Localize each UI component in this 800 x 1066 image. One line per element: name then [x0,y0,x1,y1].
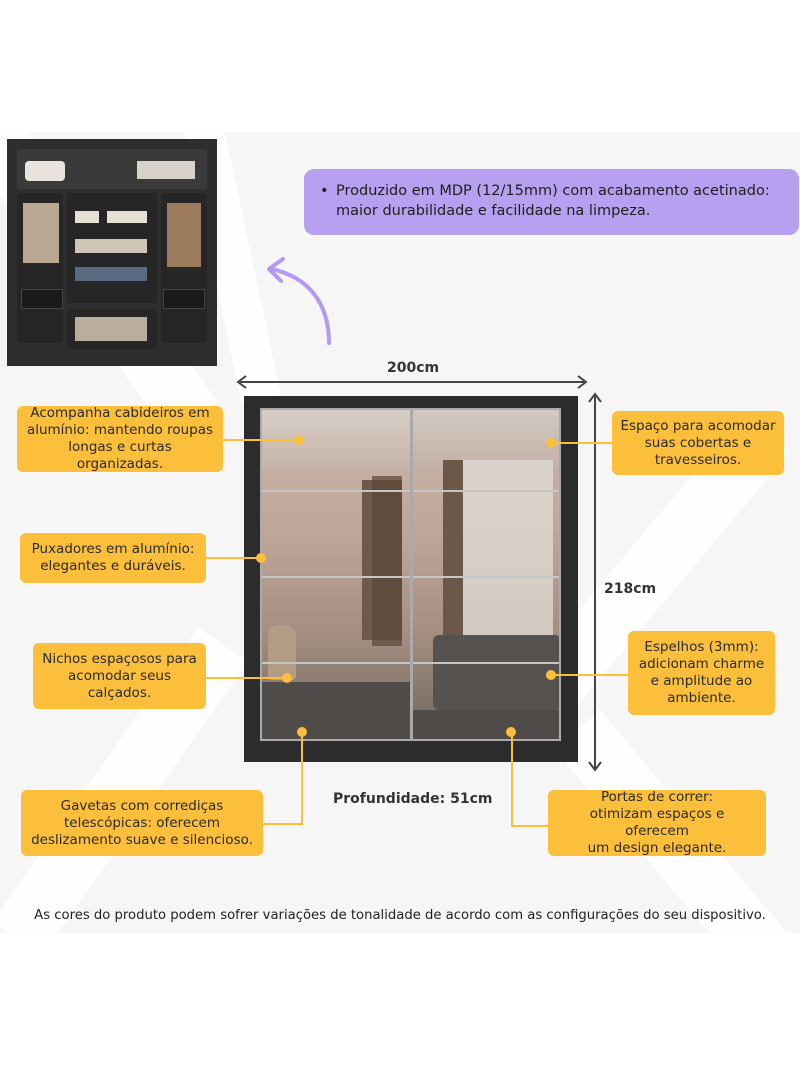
bullet-icon: • [320,183,329,199]
connector-line [511,731,513,827]
connector-line [301,731,303,825]
wardrobe-interior-photo [7,139,217,366]
callout-espaco: Espaço para acomodar suas cobertas e tra… [612,411,784,475]
connector-line [205,557,261,559]
height-dimension-arrow [588,392,602,772]
callout-dot [256,553,266,563]
callout-portas-text: Portas de correr: otimizam espaços e ofe… [587,789,727,856]
banner-text: Produzido em MDP (12/15mm) com acabament… [336,183,770,219]
material-info-banner: • Produzido em MDP (12/15mm) com acabame… [304,169,799,235]
connector-line [205,677,287,679]
callout-dot [294,435,304,445]
callout-dot [297,727,307,737]
connector-line [262,823,303,825]
callout-espaco-text: Espaço para acomodar suas cobertas e tra… [620,417,776,468]
callout-puxadores: Puxadores em alumínio: elegantes e duráv… [20,533,206,583]
width-dimension-arrow [236,375,588,389]
connector-line [222,439,300,441]
callout-espelhos-text: Espelhos (3mm): adicionam charme e ampli… [638,639,765,706]
connector-line [511,825,549,827]
callout-portas: Portas de correr: otimizam espaços e ofe… [548,789,766,856]
callout-dot [546,670,556,680]
callout-dot [506,727,516,737]
width-label: 200cm [387,360,440,376]
callout-puxadores-text: Puxadores em alumínio: elegantes e duráv… [31,541,195,574]
connector-line [552,674,628,676]
depth-label: Profundidade: 51cm [333,791,493,807]
left-sliding-door [260,408,412,741]
curved-arrow-icon [267,257,331,345]
callout-nichos-text: Nichos espaçosos para acomodar seus calç… [42,650,197,701]
callout-espelhos: Espelhos (3mm): adicionam charme e ampli… [628,631,775,715]
connector-line [552,442,612,444]
callout-cabideiros: Acompanha cabideiros em alumínio: manten… [17,405,223,472]
right-sliding-door [411,408,561,741]
color-disclaimer: As cores do produto podem sofrer variaçõ… [34,908,766,923]
callout-dot [546,438,556,448]
callout-cabideiros-text: Acompanha cabideiros em alumínio: manten… [26,405,214,472]
callout-gavetas: Gavetas com corrediças telescópicas: ofe… [21,790,263,856]
wardrobe-front [244,396,578,762]
callout-dot [282,673,292,683]
callout-gavetas-text: Gavetas com corrediças telescópicas: ofe… [31,797,253,848]
height-label: 218cm [604,581,657,597]
callout-nichos: Nichos espaçosos para acomodar seus calç… [33,643,206,709]
